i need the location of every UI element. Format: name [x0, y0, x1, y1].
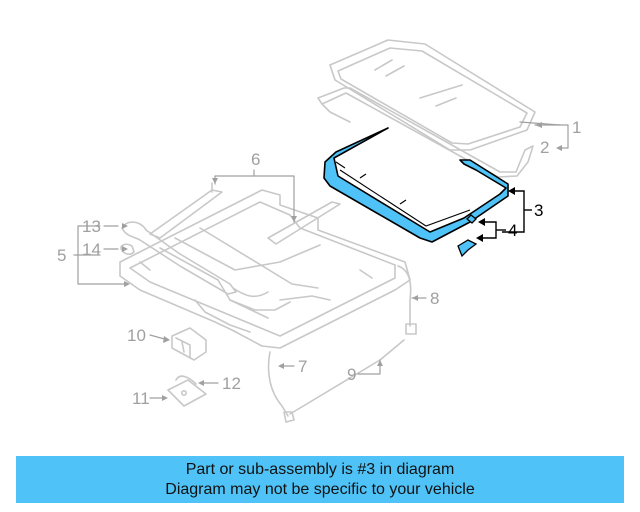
part-8-drain-hose	[397, 265, 417, 335]
part-12-cable	[175, 375, 197, 385]
callout-1: 1	[572, 118, 581, 137]
banner-line-disclaimer: Diagram may not be specific to your vehi…	[165, 481, 475, 498]
callout-7: 7	[298, 357, 307, 376]
info-banner-background	[16, 456, 624, 503]
part-1-glass-panel	[329, 39, 536, 151]
callout-14: 14	[82, 240, 101, 259]
callout-11: 11	[132, 389, 150, 408]
callout-4: 4	[508, 221, 517, 240]
leader-lines-gray	[73, 121, 569, 399]
leader-arrows-gray	[122, 122, 562, 401]
callout-2: 2	[540, 138, 549, 157]
part-4-clips[interactable]	[457, 214, 478, 258]
part-7-drain-hose	[267, 351, 295, 423]
part-10-motor	[171, 327, 207, 361]
callout-13: 13	[82, 217, 101, 236]
part-3-highlighted[interactable]	[323, 127, 509, 243]
leader-arrows-black	[476, 187, 515, 242]
part-13-deflector-arm	[121, 221, 237, 295]
part-6-guide-rails	[149, 182, 341, 245]
part-5-frame	[119, 189, 411, 349]
info-banner: Part or sub-assembly is #3 in diagram Di…	[16, 456, 624, 503]
callout-12: 12	[222, 374, 241, 393]
callout-3: 3	[534, 201, 543, 220]
callout-5: 5	[57, 246, 66, 265]
part-14-clip	[120, 243, 135, 255]
callout-labels: 1 2 3 4 5 6 7 8 9 10 11 12 13 14	[57, 118, 581, 408]
part-3-seal-shape	[323, 127, 509, 243]
callout-8: 8	[430, 289, 439, 308]
callout-9: 9	[347, 365, 356, 384]
banner-line-part-number: Part or sub-assembly is #3 in diagram	[185, 461, 455, 478]
callout-10: 10	[127, 326, 146, 345]
callout-6: 6	[251, 150, 260, 169]
part-11-bracket	[167, 379, 207, 407]
leader-lines-black	[482, 190, 532, 239]
part-2-weatherstrip	[317, 87, 534, 178]
